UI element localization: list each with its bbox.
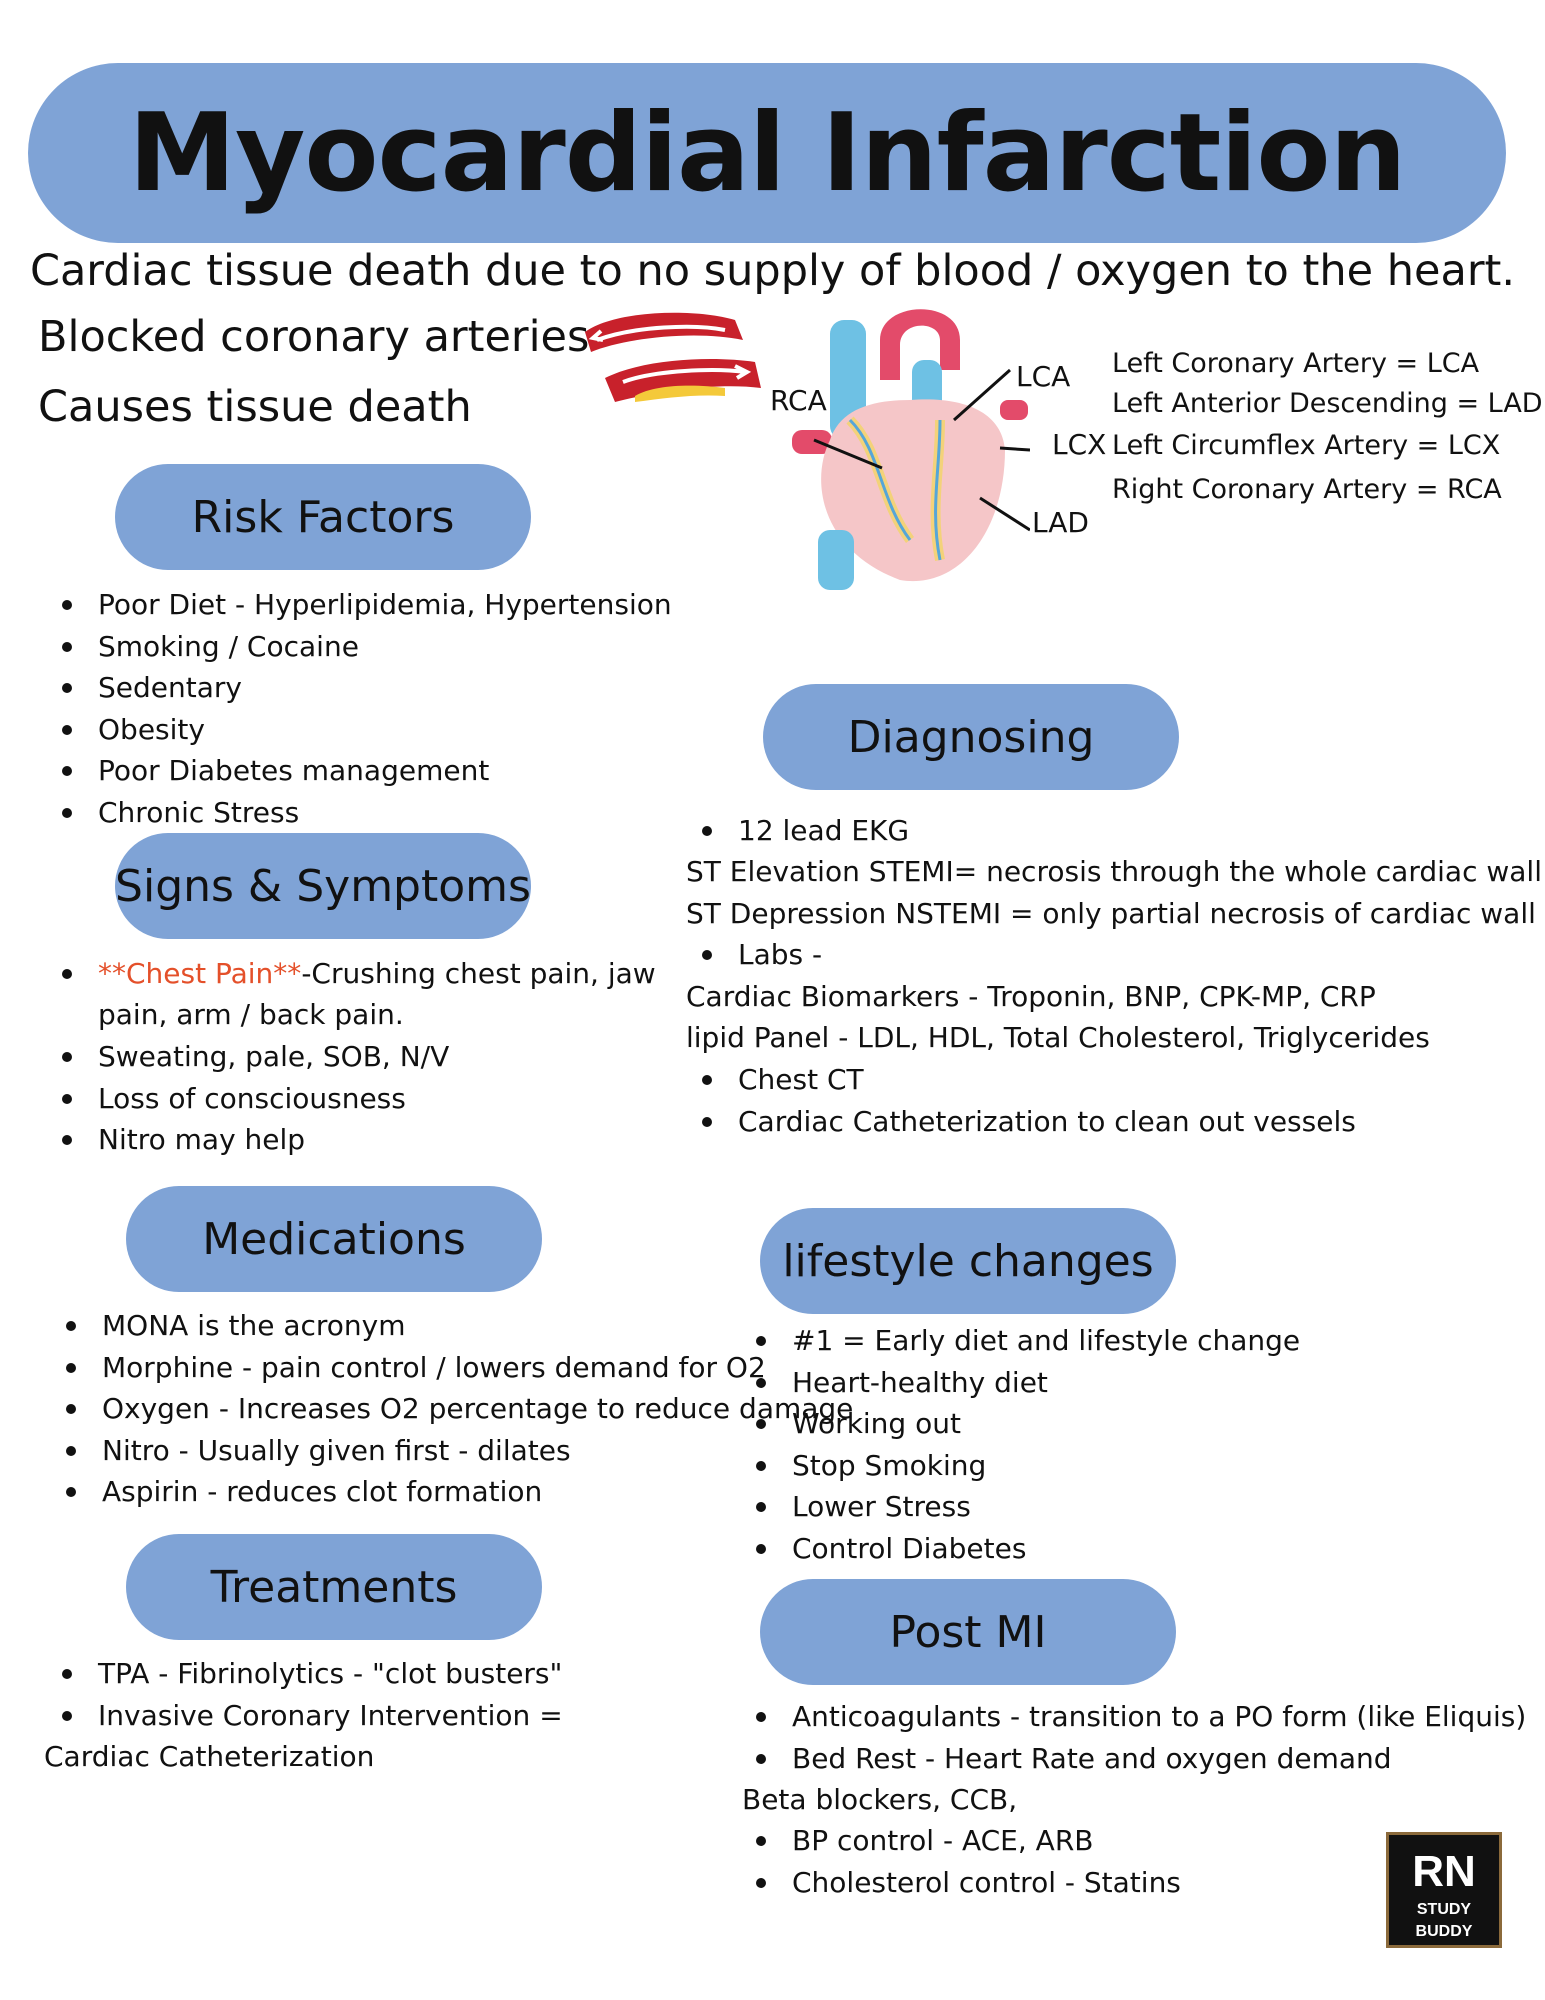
- post-mi-beta: Beta blockers, CCB,: [742, 1783, 1018, 1816]
- intro-line-2: Causes tissue death: [38, 382, 472, 432]
- signs-symptoms-list: **Chest Pain**-Crushing chest pain, jaw: [50, 953, 656, 995]
- heart-label-rca: RCA: [770, 384, 827, 417]
- list-item: Poor Diet - Hyperlipidemia, Hypertension: [50, 584, 672, 626]
- list-item: 12 lead EKG: [690, 810, 909, 852]
- list-item: Cardiac Catheterization to clean out ves…: [690, 1101, 1356, 1143]
- list-item: Working out: [744, 1403, 1300, 1445]
- heart-label-lca: LCA: [1016, 360, 1071, 393]
- list-item: Aspirin - reduces clot formation: [54, 1471, 853, 1513]
- heart-label-lcx: LCX: [1052, 428, 1107, 461]
- list-item: Oxygen - Increases O2 percentage to redu…: [54, 1388, 853, 1430]
- signs-symptoms-heading: Signs & Symptoms: [115, 833, 531, 939]
- heart-illustration: [792, 309, 1030, 590]
- list-item: BP control - ACE, ARB: [744, 1820, 1181, 1862]
- diagnosing-list: Chest CT Cardiac Catheterization to clea…: [690, 1059, 1356, 1142]
- diagnosing-nstemi: ST Depression NSTEMI = only partial necr…: [686, 897, 1536, 930]
- risk-factors-list: Poor Diet - Hyperlipidemia, Hypertension…: [50, 584, 672, 833]
- post-mi-list-2: BP control - ACE, ARB Cholesterol contro…: [744, 1820, 1181, 1903]
- list-item: #1 = Early diet and lifestyle change: [744, 1320, 1300, 1362]
- list-item: Smoking / Cocaine: [50, 626, 672, 668]
- lifestyle-list: #1 = Early diet and lifestyle change Hea…: [744, 1320, 1300, 1569]
- list-item: MONA is the acronym: [54, 1305, 853, 1347]
- diagnosing-biomarkers: Cardiac Biomarkers - Troponin, BNP, CPK-…: [686, 980, 1376, 1013]
- list-item: Sedentary: [50, 667, 672, 709]
- list-item: Nitro - Usually given first - dilates: [54, 1430, 853, 1472]
- legend-lca: Left Coronary Artery = LCA: [1112, 348, 1480, 379]
- list-item: TPA - Fibrinolytics - "clot busters": [50, 1653, 563, 1695]
- list-item: Heart-healthy diet: [744, 1362, 1300, 1404]
- diagnosing-list-labs: Labs -: [690, 934, 822, 976]
- logo-rn: RN: [1412, 1847, 1476, 1896]
- list-item: Control Diabetes: [744, 1528, 1300, 1570]
- chest-pain-continuation: pain, arm / back pain.: [98, 998, 404, 1031]
- list-item: Chronic Stress: [50, 792, 672, 834]
- list-item: **Chest Pain**-Crushing chest pain, jaw: [50, 953, 656, 995]
- logo-study-buddy: STUDY BUDDY: [1415, 1901, 1473, 1940]
- list-item: Nitro may help: [50, 1119, 449, 1161]
- heart-label-lad: LAD: [1032, 506, 1089, 539]
- diagnosing-stemi: ST Elevation STEMI= necrosis through the…: [686, 855, 1542, 888]
- medications-list: MONA is the acronym Morphine - pain cont…: [54, 1305, 853, 1513]
- brand-logo: RN STUDY BUDDY: [1386, 1832, 1502, 1948]
- diagnosing-lipid: lipid Panel - LDL, HDL, Total Cholestero…: [686, 1021, 1430, 1054]
- treatments-trailing: Cardiac Catheterization: [44, 1740, 375, 1773]
- list-item: Invasive Coronary Intervention =: [50, 1695, 563, 1737]
- treatments-heading: Treatments: [126, 1534, 542, 1640]
- treatments-list: TPA - Fibrinolytics - "clot busters" Inv…: [50, 1653, 563, 1736]
- page-title: Myocardial Infarction: [128, 90, 1406, 216]
- subtitle: Cardiac tissue death due to no supply of…: [29, 246, 1516, 296]
- title-banner: Myocardial Infarction: [28, 63, 1506, 243]
- list-item: Labs -: [690, 934, 822, 976]
- list-item: Bed Rest - Heart Rate and oxygen demand: [744, 1738, 1526, 1780]
- chest-pain-highlight: **Chest Pain**: [98, 957, 302, 990]
- list-item: Stop Smoking: [744, 1445, 1300, 1487]
- diagnosing-list-ekg: 12 lead EKG: [690, 810, 909, 852]
- list-item: Lower Stress: [744, 1486, 1300, 1528]
- intro-line-1: Blocked coronary arteries: [38, 312, 590, 362]
- diagnosing-heading: Diagnosing: [763, 684, 1179, 790]
- list-item: Morphine - pain control / lowers demand …: [54, 1347, 853, 1389]
- legend-lad: Left Anterior Descending = LAD: [1112, 388, 1543, 419]
- legend-rca: Right Coronary Artery = RCA: [1112, 474, 1502, 505]
- list-item: Loss of consciousness: [50, 1078, 449, 1120]
- list-item: Chest CT: [690, 1059, 1356, 1101]
- lifestyle-heading: lifestyle changes: [760, 1208, 1176, 1314]
- signs-symptoms-list-2: Sweating, pale, SOB, N/V Loss of conscio…: [50, 1036, 449, 1161]
- list-item: Poor Diabetes management: [50, 750, 672, 792]
- list-item: Anticoagulants - transition to a PO form…: [744, 1696, 1526, 1738]
- medications-heading: Medications: [126, 1186, 542, 1292]
- artery-illustration: [585, 312, 761, 402]
- post-mi-heading: Post MI: [760, 1579, 1176, 1685]
- list-item: Sweating, pale, SOB, N/V: [50, 1036, 449, 1078]
- post-mi-list: Anticoagulants - transition to a PO form…: [744, 1696, 1526, 1779]
- list-item: Cholesterol control - Statins: [744, 1862, 1181, 1904]
- risk-factors-heading: Risk Factors: [115, 464, 531, 570]
- list-item: Obesity: [50, 709, 672, 751]
- legend-lcx: Left Circumflex Artery = LCX: [1112, 430, 1501, 461]
